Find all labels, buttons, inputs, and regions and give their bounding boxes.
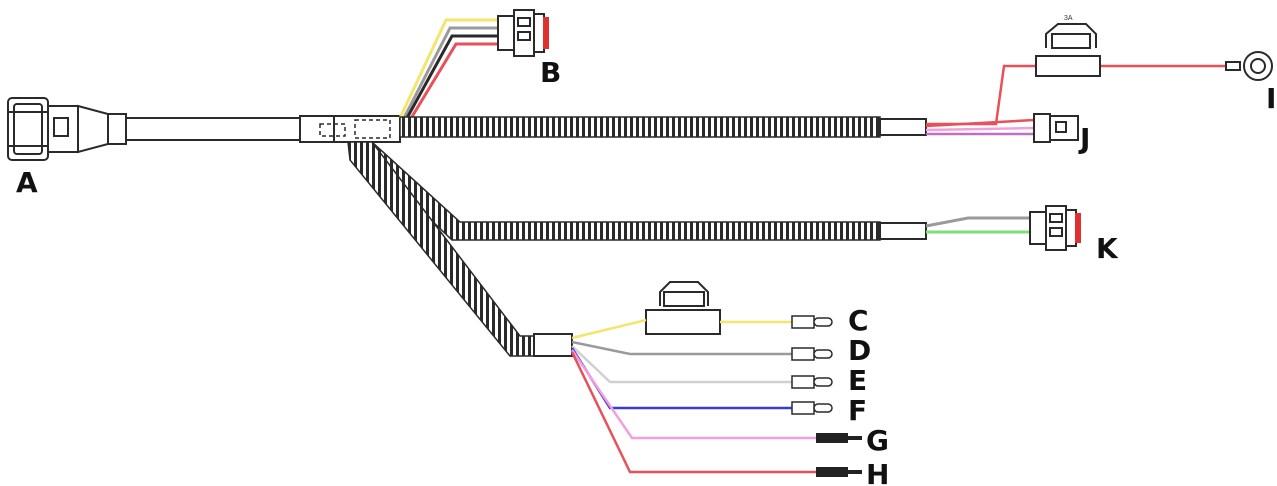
middle-corrugated-tube [358,141,927,241]
bottom-wire-bundle [570,318,816,474]
bullet-terminal-icon [791,315,833,415]
ring-terminal-icon [1225,51,1273,81]
label-a: A [16,166,38,199]
wires-to-i-and-j [925,64,1232,136]
label-k: K [1096,232,1119,265]
weatherproof-connector-icon [1029,205,1081,251]
label-j: J [1078,122,1090,155]
label-g: G [866,424,889,457]
wires-to-connector-b [398,18,498,121]
label-d: D [848,334,871,367]
wires-to-connector-k [925,216,1030,234]
weatherproof-connector-icon [1033,113,1079,143]
main-connector-icon [7,97,127,161]
lower-corrugated-tube [347,141,573,357]
label-f: F [848,394,867,427]
upper-corrugated-tube [399,116,927,138]
fuse-holder-icon: 3A [1035,15,1101,77]
label-i: I [1266,82,1276,115]
label-h: H [866,458,889,486]
fuse-rating-label: 3A [1064,15,1073,22]
weatherproof-connector-icon [497,9,549,57]
label-b: B [540,56,561,89]
label-c: C [848,304,869,337]
fuse-holder-icon [645,281,721,335]
pin-terminal-icon [816,433,862,477]
main-cable-trunk [125,115,401,143]
label-e: E [848,364,867,397]
